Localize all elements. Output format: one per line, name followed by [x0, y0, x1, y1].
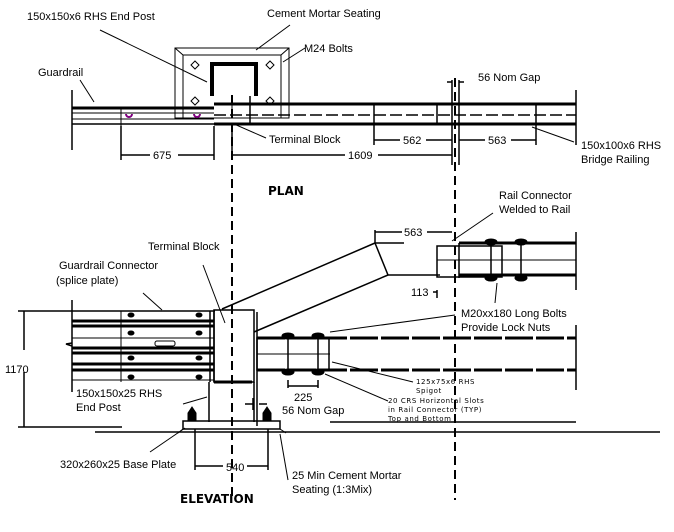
- leader-cement: [279, 433, 289, 481]
- label-slots-3: Top and Bottom: [387, 415, 452, 423]
- bolt-diamond: [190, 60, 200, 70]
- title-plan: PLAN: [268, 184, 304, 198]
- label-end-post-1: 150x150x25 RHS: [76, 388, 162, 400]
- rail-taper: [329, 314, 456, 333]
- leader-cement: [255, 24, 291, 51]
- label-bridge-railing-1: 150x100x6 RHS: [581, 140, 661, 152]
- dim-540: 540: [226, 462, 244, 474]
- label-terminal-block-elev: Terminal Block: [148, 241, 220, 253]
- bolt: [127, 330, 135, 336]
- plan-view: 150x150x6 RHS End Post Cement Mortar Sea…: [27, 8, 661, 500]
- bolt-nut: [514, 238, 528, 246]
- bolt-hole: [125, 113, 133, 118]
- sloped-rail-end: [374, 242, 389, 276]
- bolt: [127, 355, 135, 361]
- sloped-rail-top: [221, 242, 376, 310]
- label-terminal-block: Terminal Block: [269, 134, 341, 146]
- base-plate: [182, 420, 281, 430]
- label-base-plate: 320x260x25 Base Plate: [60, 459, 176, 471]
- label-spigot-1: 125x75x6 RHS: [416, 378, 475, 386]
- terminal-block: [213, 309, 255, 383]
- leader-guardrail-connector: [142, 292, 163, 311]
- label-nom-gap: 56 Nom Gap: [478, 72, 540, 84]
- leader-slots: [324, 373, 389, 402]
- label-m24-bolts: M24 Bolts: [304, 43, 353, 55]
- leader-m24: [282, 47, 306, 63]
- label-bridge-railing-2: Bridge Railing: [581, 154, 649, 166]
- mortar-chamfer: [279, 428, 287, 434]
- label-cement-2: Seating (1:3Mix): [292, 484, 372, 496]
- label-spigot-2: Spigot: [416, 387, 442, 395]
- label-long-bolts-1: M20xx180 Long Bolts: [461, 308, 567, 320]
- bolt: [127, 312, 135, 318]
- connector-body: [436, 245, 503, 278]
- bolt-diamond: [190, 96, 200, 106]
- leader-end-post: [182, 396, 208, 405]
- bolt-hole: [193, 113, 201, 118]
- leader-terminal-block: [202, 264, 226, 324]
- label-guardrail: Guardrail: [38, 67, 83, 79]
- bolt: [127, 374, 135, 380]
- dim-563-elev: 563: [404, 227, 422, 239]
- anchor-nut: [262, 406, 272, 422]
- seating-corner: [280, 47, 290, 56]
- sloped-rail-bottom: [253, 274, 389, 333]
- leader-guardrail: [79, 79, 95, 103]
- bolt: [195, 374, 203, 380]
- label-end-post-2: End Post: [76, 402, 121, 414]
- dim-1609: 1609: [348, 150, 372, 162]
- break-mark: [65, 342, 73, 347]
- bolt: [195, 312, 203, 318]
- dim-225: 225: [294, 392, 312, 404]
- dim-1170: 1170: [5, 364, 29, 376]
- leader-long-bolts: [494, 282, 498, 304]
- dim-675: 675: [153, 150, 171, 162]
- label-cement-1: 25 Min Cement Mortar: [292, 470, 402, 482]
- bolt-nut: [514, 274, 528, 282]
- elevation-view: 1170: [5, 190, 660, 506]
- label-rail-connector-1: Rail Connector: [499, 190, 572, 202]
- rail-connector: [436, 232, 577, 290]
- anchor-bolts: [187, 406, 272, 470]
- dim-113: 113: [411, 287, 429, 299]
- splice-bolts: [127, 312, 203, 380]
- bolt: [195, 355, 203, 361]
- label-nom-gap-elev: 56 Nom Gap: [282, 405, 344, 417]
- bolt-nut: [484, 274, 498, 282]
- seating-corner: [174, 47, 184, 56]
- label-slots-2: in Rail Connector (TYP): [388, 406, 482, 414]
- label-end-post: 150x150x6 RHS End Post: [27, 11, 155, 23]
- leader-bridge-railing: [531, 126, 575, 143]
- guardrail-elevation: [65, 300, 215, 392]
- label-slots-1: 20 CRS Horizontal Slots: [388, 397, 484, 405]
- dim-562: 562: [403, 135, 421, 147]
- bolt-nut: [484, 238, 498, 246]
- leader-end-post: [99, 29, 208, 83]
- anchor-nut: [187, 406, 197, 422]
- label-cement-seating: Cement Mortar Seating: [267, 8, 381, 20]
- bolt: [195, 330, 203, 336]
- leader-terminal: [233, 123, 267, 139]
- label-rail-connector-2: Welded to Rail: [499, 204, 570, 216]
- cement-seating-inner: [182, 54, 282, 119]
- label-guardrail-connector-2: (splice plate): [56, 275, 118, 287]
- dim-563: 563: [488, 135, 506, 147]
- leader-base-plate: [149, 427, 186, 453]
- end-post-plan: [210, 62, 258, 96]
- label-guardrail-connector-1: Guardrail Connector: [59, 260, 158, 272]
- leader-rail-connector: [451, 212, 494, 242]
- slot: [154, 340, 176, 347]
- label-long-bolts-2: Provide Lock Nuts: [461, 322, 551, 334]
- bolt-diamond: [265, 60, 275, 70]
- title-elevation: ELEVATION: [180, 492, 254, 506]
- leader-spigot: [331, 361, 414, 383]
